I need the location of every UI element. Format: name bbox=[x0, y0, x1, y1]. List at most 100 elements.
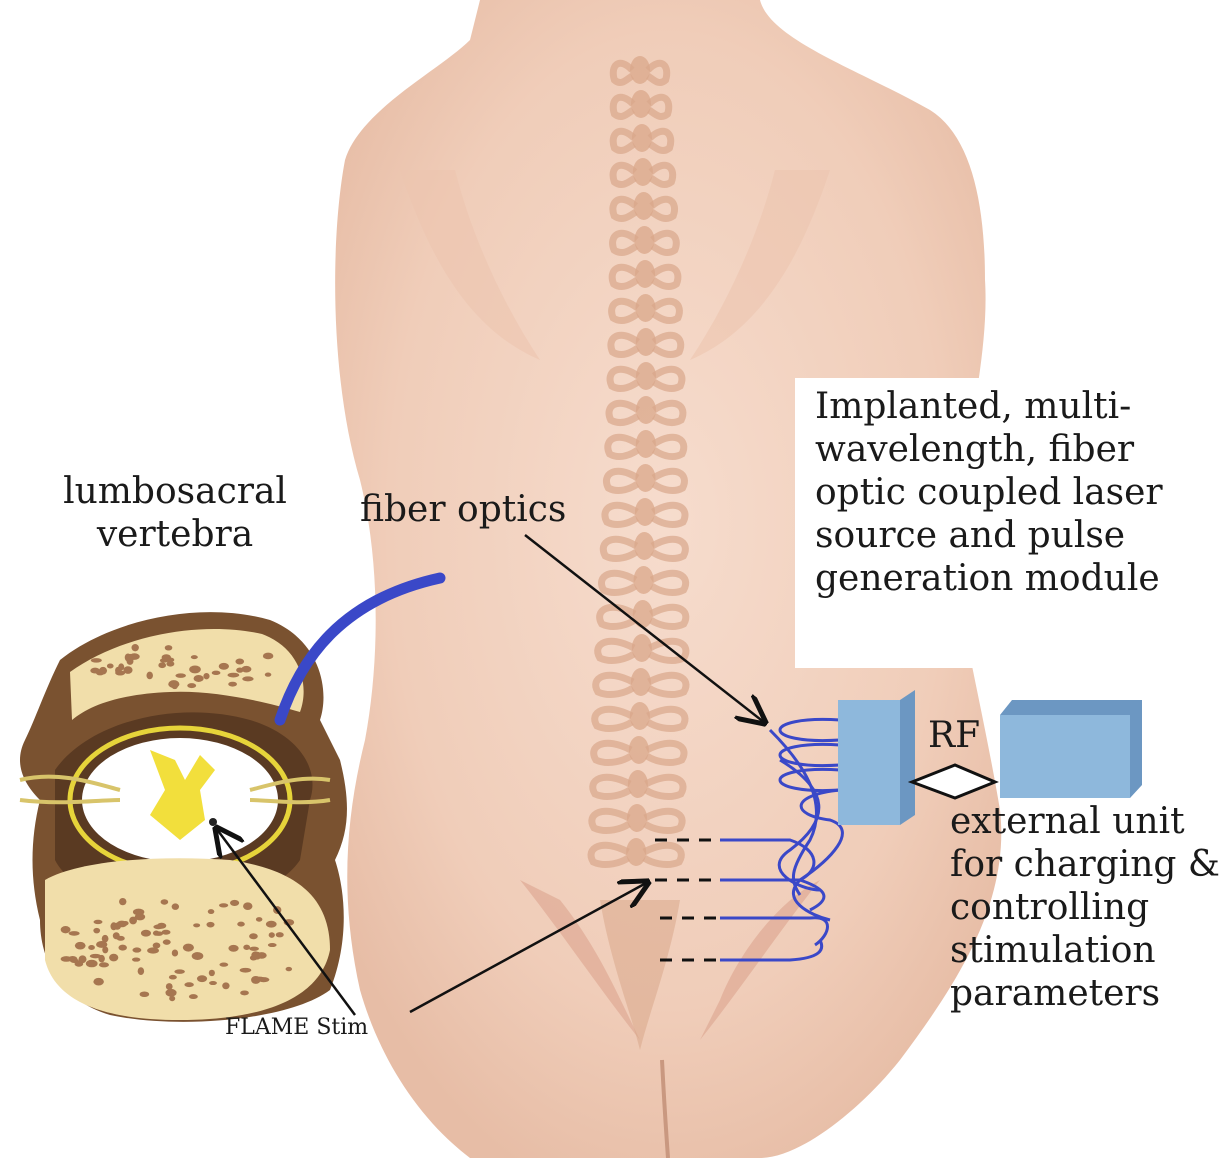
bone-pore bbox=[208, 909, 215, 914]
bone-pore bbox=[169, 975, 177, 980]
implanted-module bbox=[838, 690, 915, 825]
lumbosacral-vertebra-label: lumbosacral vertebra bbox=[40, 470, 310, 556]
bone-pore bbox=[212, 671, 221, 675]
bone-pore bbox=[191, 655, 198, 659]
bone-pore bbox=[119, 898, 126, 905]
bone-pore bbox=[70, 959, 79, 963]
vertebra-body bbox=[634, 532, 654, 560]
bone-pore bbox=[132, 958, 140, 962]
bone-pore bbox=[263, 653, 273, 660]
bone-pore bbox=[286, 967, 292, 971]
vertebra-body bbox=[634, 226, 654, 254]
vertebra-body bbox=[629, 736, 649, 764]
bone-pore bbox=[194, 952, 200, 956]
bone-pore bbox=[209, 981, 217, 985]
bone-pore bbox=[129, 917, 137, 925]
vertebra-body bbox=[636, 362, 656, 390]
bone-pore bbox=[91, 658, 102, 663]
bone-pore bbox=[79, 955, 87, 963]
bone-pore bbox=[69, 931, 80, 936]
bone-pore bbox=[86, 960, 98, 967]
flame-stim-label: FLAME Stim bbox=[225, 1015, 368, 1041]
bone-pore bbox=[235, 659, 244, 665]
bone-pore bbox=[243, 902, 252, 910]
bone-pore bbox=[227, 673, 239, 678]
bone-pore bbox=[132, 644, 139, 651]
bone-pore bbox=[228, 682, 237, 687]
bone-pore bbox=[189, 994, 198, 999]
bone-pore bbox=[93, 928, 100, 934]
vertebra-body bbox=[633, 158, 653, 186]
bone-pore bbox=[172, 684, 178, 689]
vertebra-body bbox=[635, 260, 655, 288]
vertebra-body bbox=[631, 90, 651, 118]
vertebra-body bbox=[635, 498, 655, 526]
external-unit bbox=[1000, 700, 1142, 798]
bone-pore bbox=[75, 942, 86, 950]
vertebra-body bbox=[631, 668, 651, 696]
bone-pore bbox=[169, 996, 175, 1001]
bone-pore bbox=[269, 932, 275, 938]
bone-pore bbox=[183, 944, 194, 952]
vertebra-body bbox=[634, 192, 654, 220]
bone-pore bbox=[99, 962, 109, 967]
bone-pore bbox=[166, 983, 173, 990]
bone-pore bbox=[203, 673, 209, 679]
bone-pore bbox=[153, 925, 163, 930]
vertebra-body bbox=[627, 804, 647, 832]
bone-pore bbox=[161, 899, 169, 904]
bone-pore bbox=[193, 923, 200, 927]
bone-pore bbox=[96, 941, 107, 948]
vertebra-body bbox=[632, 634, 652, 662]
bone-pore bbox=[191, 667, 197, 671]
bone-pore bbox=[166, 661, 174, 666]
bone-pore bbox=[122, 921, 129, 926]
bone-pore bbox=[197, 975, 207, 982]
vertebra-body bbox=[630, 56, 650, 84]
vertebra-body bbox=[628, 770, 648, 798]
bone-pore bbox=[138, 967, 144, 975]
bone-pore bbox=[90, 954, 101, 958]
bone-pore bbox=[163, 939, 171, 944]
vertebra-body bbox=[632, 124, 652, 152]
bone-pore bbox=[172, 903, 179, 910]
vertebra-body bbox=[636, 430, 656, 458]
bone-pore bbox=[242, 676, 253, 681]
rf-label: RF bbox=[928, 714, 980, 757]
bone-pore bbox=[228, 945, 238, 952]
bone-pore bbox=[117, 936, 125, 941]
implanted-module-label: Implanted, multi- wavelength, fiber opti… bbox=[815, 385, 1163, 600]
bone-pore bbox=[268, 943, 277, 947]
bone-pore bbox=[219, 903, 228, 907]
bone-pore bbox=[125, 654, 132, 662]
bone-pore bbox=[276, 932, 284, 937]
bone-pore bbox=[256, 917, 263, 922]
bone-pore bbox=[140, 991, 150, 997]
bone-pore bbox=[61, 926, 71, 933]
bone-pore bbox=[265, 672, 271, 676]
vertebra-body bbox=[634, 566, 654, 594]
bone-pore bbox=[219, 663, 229, 670]
external-unit-label: external unit for charging & controlling… bbox=[950, 800, 1220, 1015]
bone-pore bbox=[175, 673, 185, 678]
bone-pore bbox=[222, 982, 229, 989]
bone-pore bbox=[266, 921, 277, 928]
bone-pore bbox=[165, 989, 176, 997]
fiber-optics-label: fiber optics bbox=[360, 488, 566, 531]
bone-pore bbox=[90, 668, 100, 674]
bone-pore bbox=[187, 683, 196, 688]
bone-pore bbox=[251, 976, 261, 984]
bone-pore bbox=[158, 662, 166, 668]
bone-pore bbox=[94, 920, 103, 924]
vertebra-body bbox=[636, 294, 656, 322]
bone-pore bbox=[249, 933, 258, 939]
bone-pore bbox=[174, 969, 184, 974]
bone-pore bbox=[184, 982, 193, 987]
bone-pore bbox=[118, 945, 126, 951]
bone-pore bbox=[240, 990, 249, 995]
bone-pore bbox=[141, 930, 151, 937]
bone-pore bbox=[172, 949, 178, 956]
bone-pore bbox=[240, 968, 252, 973]
bone-pore bbox=[110, 922, 117, 930]
